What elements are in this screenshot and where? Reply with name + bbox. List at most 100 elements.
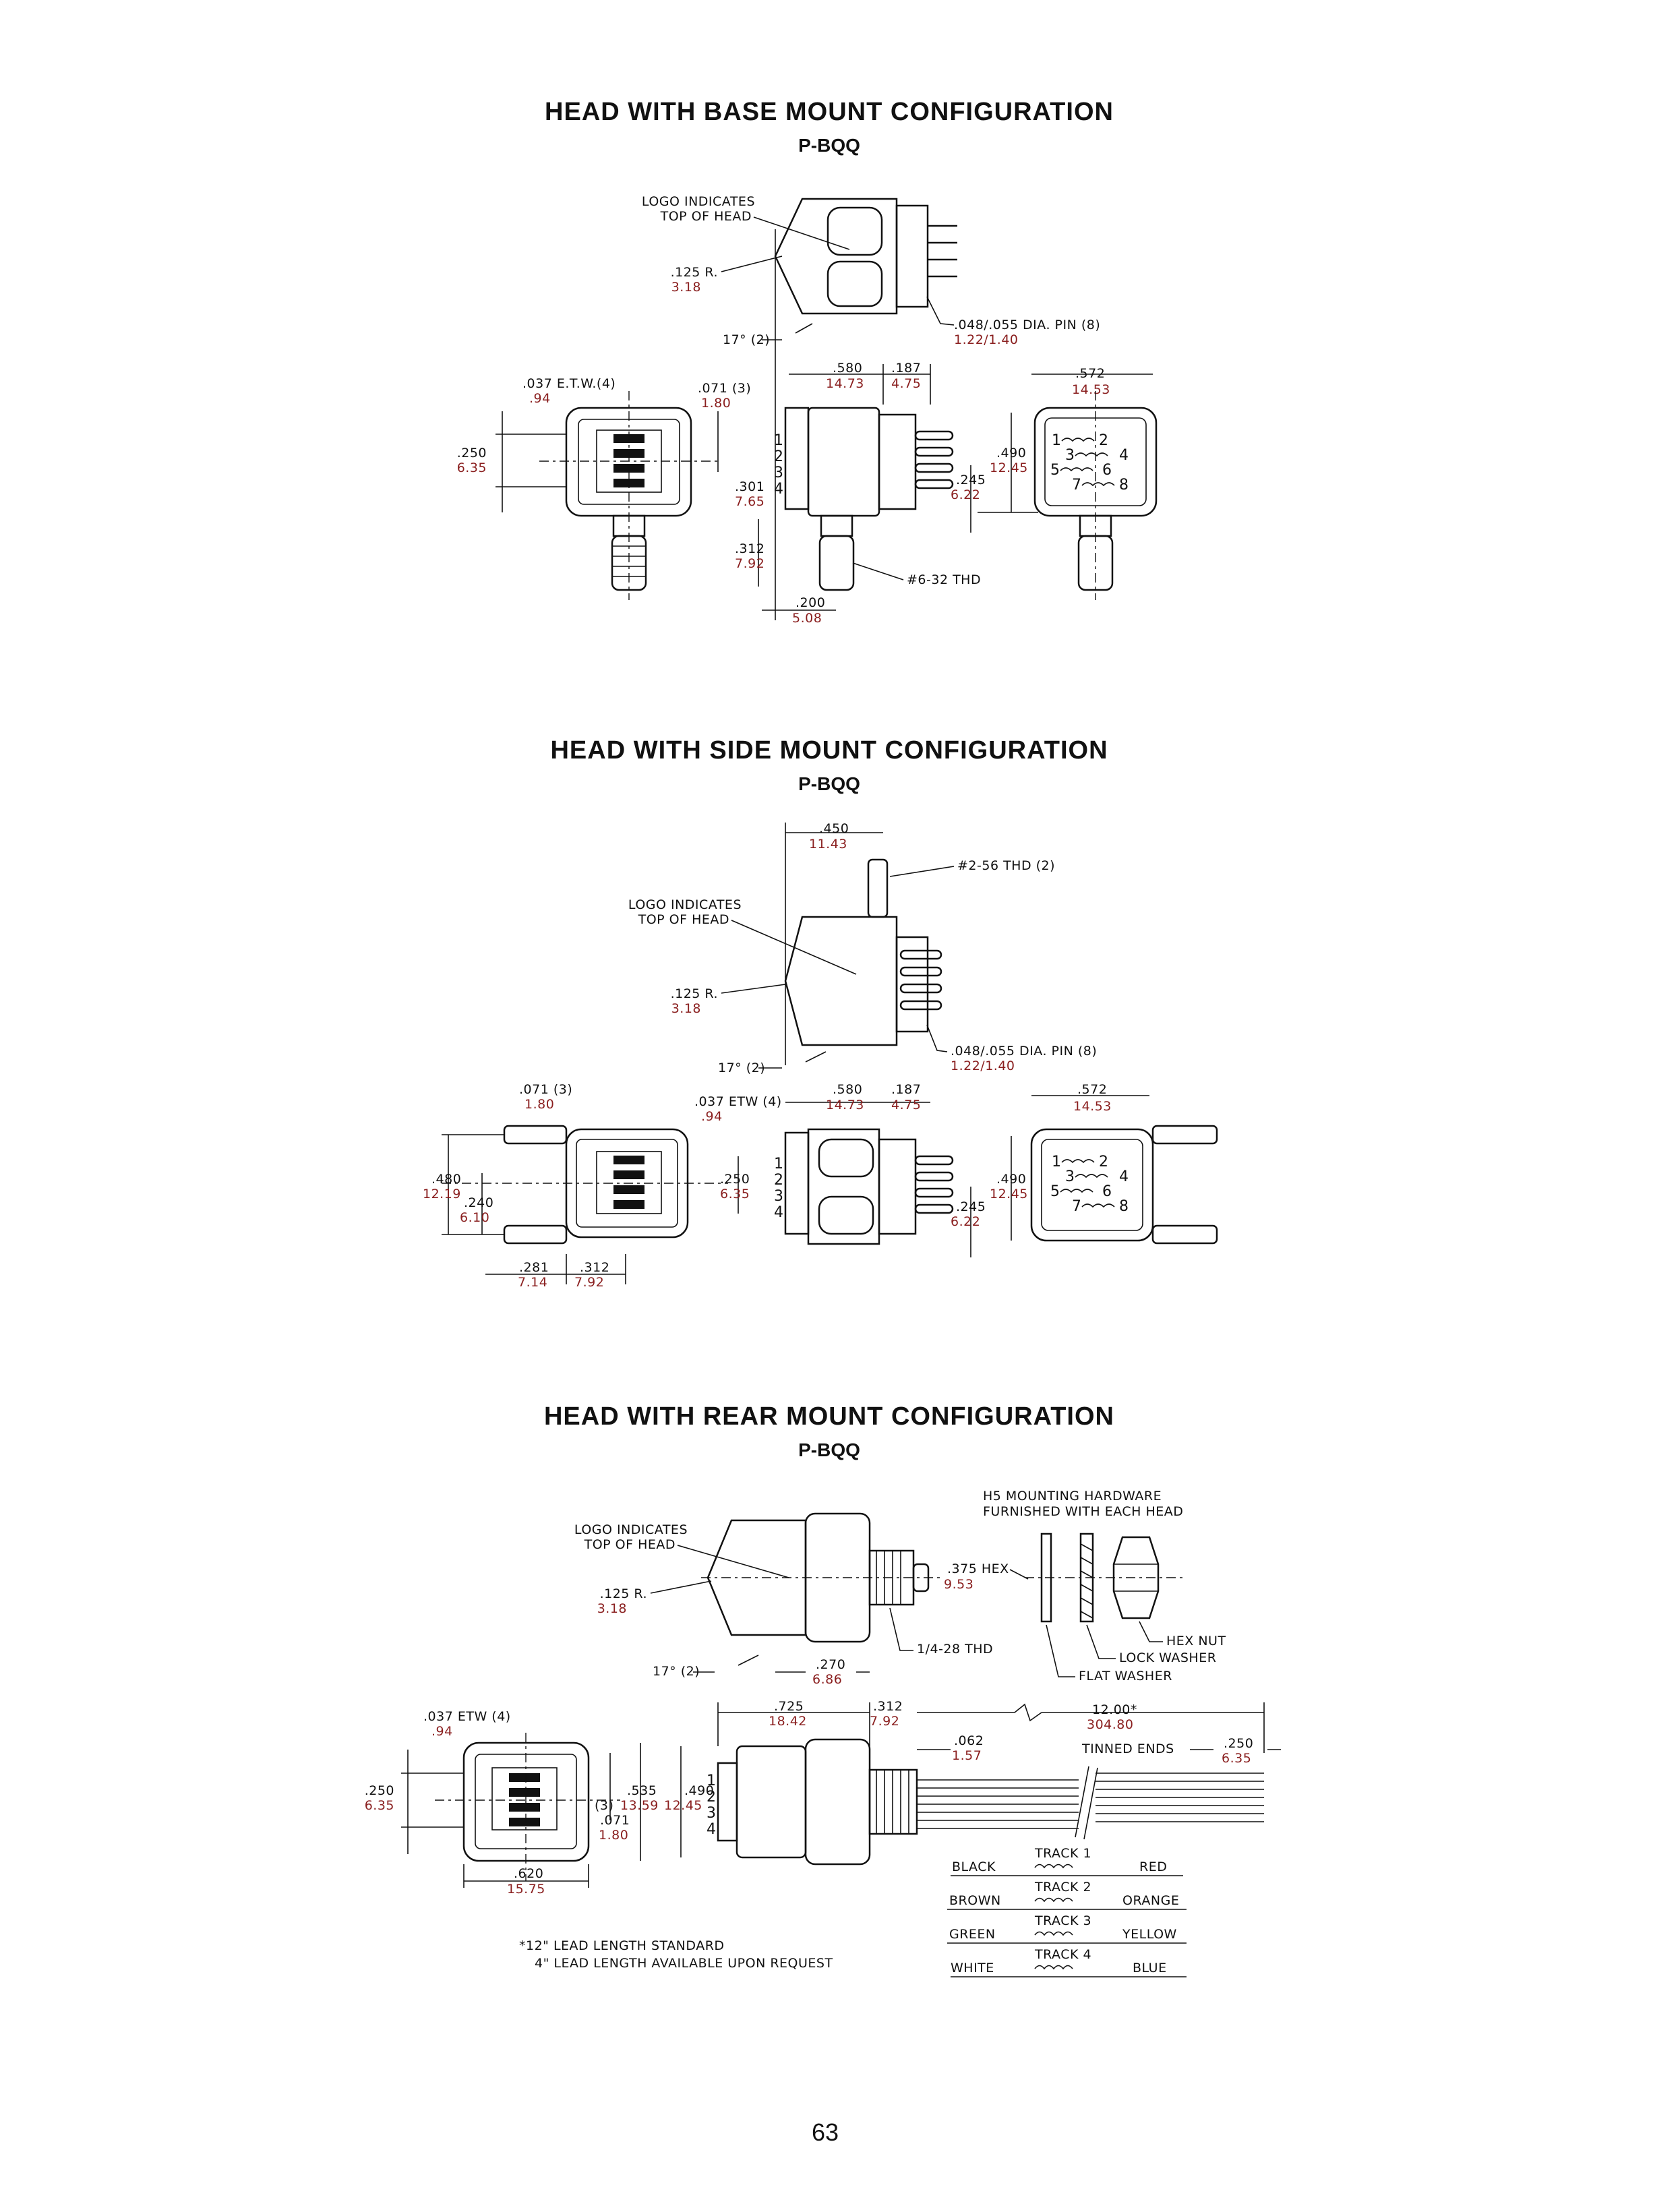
track-gap <box>613 1200 644 1209</box>
thread-label: 1/4-28 THD <box>917 1642 993 1657</box>
angle-label: 17° (2) <box>718 1061 765 1075</box>
thread-label: #6-32 THD <box>907 572 981 587</box>
coil-symbol <box>1060 1189 1093 1193</box>
rear-face <box>1030 1128 1154 1242</box>
head-body <box>707 1519 807 1636</box>
dim-270-metric: 6.86 <box>812 1672 842 1687</box>
track-gap <box>613 1185 644 1194</box>
threaded-stud <box>611 535 647 591</box>
pin-number: 4 <box>707 1821 716 1838</box>
dim-071-label: .071 <box>600 1813 630 1828</box>
dim-281-label: .281 <box>519 1260 549 1275</box>
top-view: .450 11.43 #2-56 THD (2) LOGO INDICATES … <box>628 821 1097 1075</box>
tinned-ends-label: TINNED ENDS <box>1081 1741 1174 1756</box>
side-stud <box>1151 1224 1218 1245</box>
pin-number: 2 <box>774 1172 783 1189</box>
dim-200-metric: 5.08 <box>792 611 822 626</box>
dim-490-label: .490 <box>996 1172 1026 1187</box>
dim-725-label: .725 <box>774 1699 804 1714</box>
break-mark <box>1083 1767 1098 1840</box>
leader-line <box>1046 1624 1075 1677</box>
threaded-stud <box>818 535 855 591</box>
terminal: 1 <box>1052 432 1061 449</box>
terminal: 7 <box>1072 477 1081 494</box>
wire-color-left: WHITE <box>951 1961 994 1975</box>
note-line: *12" LEAD LENGTH STANDARD <box>519 1938 725 1953</box>
radius-label: .125 R. <box>600 1586 647 1601</box>
pins <box>899 949 942 1011</box>
coil-symbol <box>1034 1965 1073 1970</box>
track-gap <box>509 1788 540 1797</box>
logo-label: TOP OF HEAD <box>660 209 752 224</box>
pin-block <box>895 204 929 308</box>
side-view: 1 2 3 4 .580 14.73 .187 4.75 .490 12.45 … <box>735 361 1038 626</box>
section-title: HEAD WITH REAR MOUNT CONFIGURATION <box>544 1402 1114 1431</box>
dim-245-metric: 6.22 <box>951 487 980 502</box>
dim-312-metric: 7.92 <box>735 556 764 571</box>
coil-symbol <box>1081 482 1115 487</box>
dim-071-metric: 1.80 <box>701 396 731 411</box>
section-title: HEAD WITH SIDE MOUNT CONFIGURATION <box>550 736 1108 765</box>
leader-line <box>889 866 955 877</box>
leader-line <box>1139 1621 1163 1642</box>
leader-line <box>753 216 850 250</box>
track-gap <box>509 1818 540 1826</box>
pin-number: 2 <box>774 448 783 465</box>
dim-281-metric: 7.14 <box>518 1275 547 1290</box>
head-nose <box>784 407 810 510</box>
head-body <box>774 198 898 315</box>
wire-color-right: YELLOW <box>1122 1927 1177 1942</box>
dim-312-metric: 7.92 <box>574 1275 604 1290</box>
dim-071-label: .071 (3) <box>698 381 751 396</box>
hex-nut-label: HEX NUT <box>1166 1634 1226 1648</box>
dim-572-label: .572 <box>1075 366 1105 381</box>
track-gap <box>509 1803 540 1812</box>
dim-240-metric: 6.10 <box>460 1210 489 1225</box>
leader-line <box>852 562 904 580</box>
dim-245-metric: 6.22 <box>951 1214 980 1229</box>
dim-490-label: .490 <box>684 1783 714 1798</box>
hex-label: .375 HEX <box>947 1561 1009 1576</box>
dim-245-label: .245 <box>956 1199 986 1214</box>
leader-line <box>650 1580 712 1594</box>
dim-490-label: .490 <box>996 446 1026 460</box>
coil-symbol <box>1034 1897 1073 1903</box>
wire-color-left: GREEN <box>949 1927 996 1942</box>
dim-071-metric: 1.80 <box>599 1828 628 1843</box>
etw-label: .037 E.T.W.(4) <box>522 376 616 391</box>
dim-250-metric: 6.35 <box>720 1187 750 1201</box>
dim-580-label: .580 <box>833 1082 862 1097</box>
dim-071-metric: 1.80 <box>524 1097 554 1112</box>
terminal: 1 <box>1052 1154 1061 1170</box>
leader-line <box>721 256 783 272</box>
terminal: 6 <box>1102 462 1112 479</box>
dim-312-label: .312 <box>873 1699 903 1714</box>
pin-number: 2 <box>707 1789 716 1806</box>
hex-metric: 9.53 <box>944 1577 973 1592</box>
terminal: 7 <box>1072 1198 1081 1215</box>
terminal: 8 <box>1119 477 1129 494</box>
coil-symbol <box>1034 1864 1073 1869</box>
dim-187-metric: 4.75 <box>891 1098 921 1112</box>
pin-number: 3 <box>774 1188 783 1205</box>
section-side-mount: HEAD WITH SIDE MOUNT CONFIGURATION P-BQQ… <box>423 736 1218 1290</box>
dim-240-label: .240 <box>464 1195 493 1210</box>
lock-washer-teeth <box>1080 1543 1093 1619</box>
dim-250-metric: 6.35 <box>365 1798 394 1813</box>
track-label: TRACK 3 <box>1034 1913 1091 1928</box>
dim-245-label: .245 <box>956 473 986 487</box>
dim-490-metric: 12.45 <box>664 1798 702 1813</box>
head-nose <box>717 1762 738 1842</box>
dim-250-label: .250 <box>720 1172 750 1187</box>
front-view: .071 (3) 1.80 .037 ETW (4) .94 .480 12.1… <box>423 1082 781 1290</box>
dim-480-label: .480 <box>431 1172 461 1187</box>
terminal: 5 <box>1050 462 1060 479</box>
side-stud <box>503 1224 568 1245</box>
dim-572-metric: 14.53 <box>1072 382 1110 397</box>
leader-line <box>731 920 857 975</box>
coil-symbol <box>1075 452 1108 457</box>
radius-label: .125 R. <box>671 986 718 1001</box>
track-row: BLACK TRACK 1 RED <box>951 1846 1183 1876</box>
leader-line <box>1086 1624 1116 1659</box>
